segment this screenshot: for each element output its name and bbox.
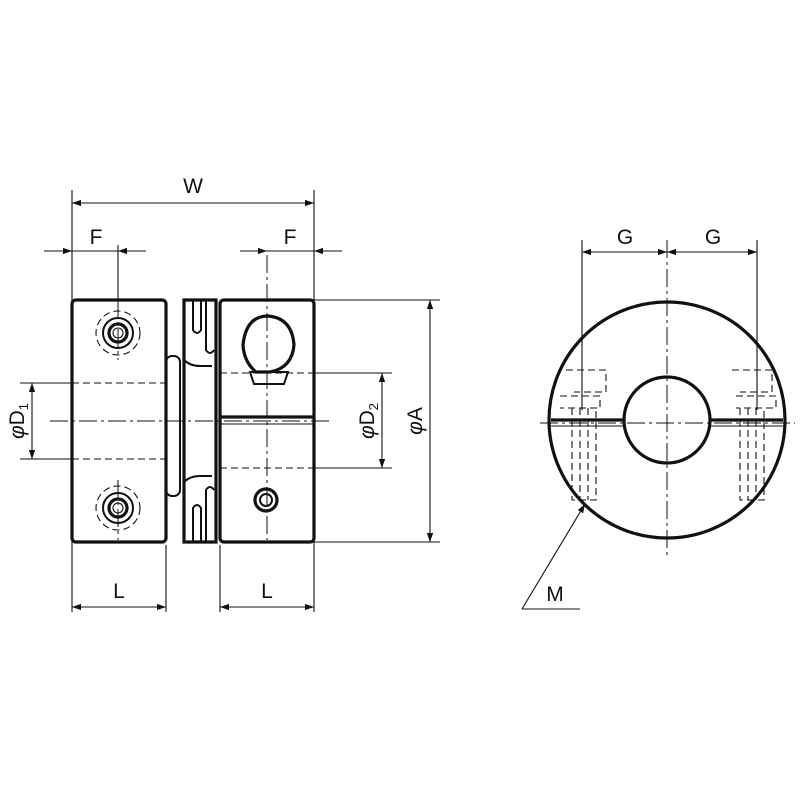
slot-bottom-1 bbox=[192, 504, 202, 542]
slit-bar-left bbox=[165, 355, 181, 497]
label-l-right: L bbox=[261, 580, 273, 603]
slot-top-1 bbox=[192, 300, 202, 334]
slot-top-2 bbox=[205, 300, 215, 354]
label-f-right: F bbox=[284, 226, 297, 249]
right-screw-bottom bbox=[253, 487, 279, 513]
hidden-screw-right bbox=[732, 369, 777, 501]
slot-mid bbox=[183, 359, 212, 483]
label-l-left: L bbox=[113, 580, 125, 603]
label-g-left: G bbox=[617, 226, 633, 249]
label-f-left: F bbox=[90, 226, 103, 249]
label-a: φA bbox=[404, 407, 427, 435]
front-view: G G M bbox=[521, 226, 795, 610]
label-g-right: G bbox=[705, 226, 721, 249]
hidden-screw-left bbox=[560, 369, 607, 501]
label-d2: φD2 bbox=[356, 403, 381, 439]
side-view: W F F L L φD1 φD2 φA bbox=[6, 175, 440, 612]
slot-bottom-2 bbox=[205, 486, 215, 542]
label-d1: φD1 bbox=[6, 403, 31, 439]
right-counterbore-top bbox=[241, 314, 296, 385]
label-w: W bbox=[183, 175, 203, 198]
label-m: M bbox=[546, 583, 564, 606]
m-leader bbox=[521, 503, 586, 610]
